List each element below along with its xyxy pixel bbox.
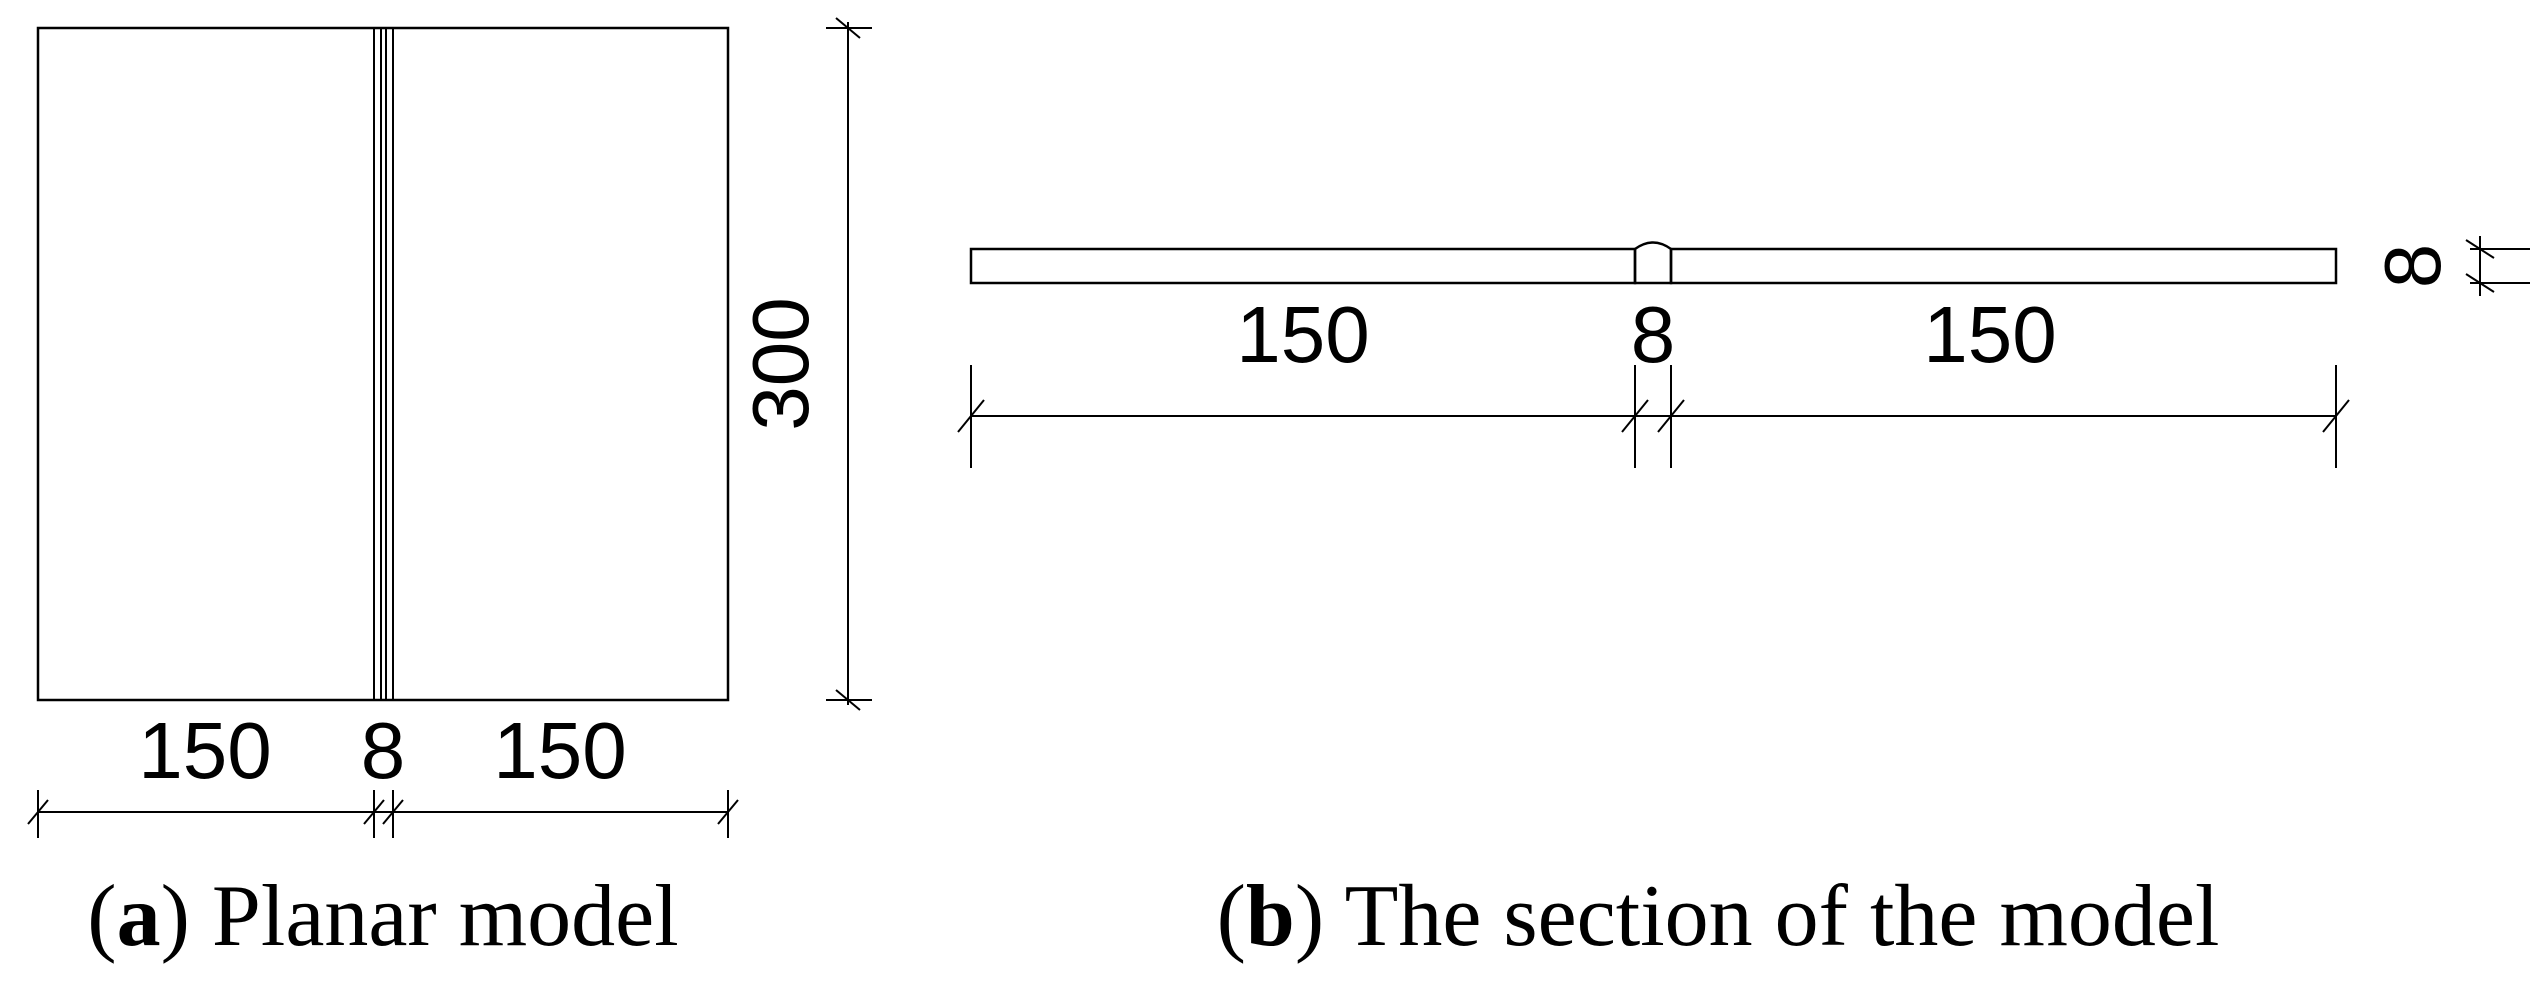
section-thickness-label: 8: [2368, 244, 2457, 289]
planar-width-left-label: 150: [138, 706, 271, 795]
planar-plate-outline: [36, 26, 730, 702]
section-model: 150 8 150 8 (b) The section of the model: [957, 236, 2530, 965]
planar-model: 150 8 150 300 (a) Planar model: [27, 17, 872, 965]
section-weld-bead: [1633, 241, 1673, 285]
section-width-right-label: 150: [1923, 290, 2056, 379]
section-thickness-dimension: [2465, 236, 2530, 296]
planar-height-dimension: [826, 17, 872, 711]
section-caption: (b) The section of the model: [1217, 868, 2220, 965]
section-plate-right: [1669, 247, 2338, 285]
section-width-left-label: 150: [1236, 290, 1369, 379]
planar-width-dimension: [27, 790, 739, 838]
section-plate-left: [969, 247, 1637, 285]
planar-height-label: 300: [736, 297, 825, 430]
planar-weld-width-label: 8: [361, 706, 406, 795]
planar-caption: (a) Planar model: [87, 868, 678, 965]
section-weld-width-label: 8: [1631, 290, 1676, 379]
section-width-dimension: [957, 365, 2350, 468]
planar-width-right-label: 150: [493, 706, 626, 795]
